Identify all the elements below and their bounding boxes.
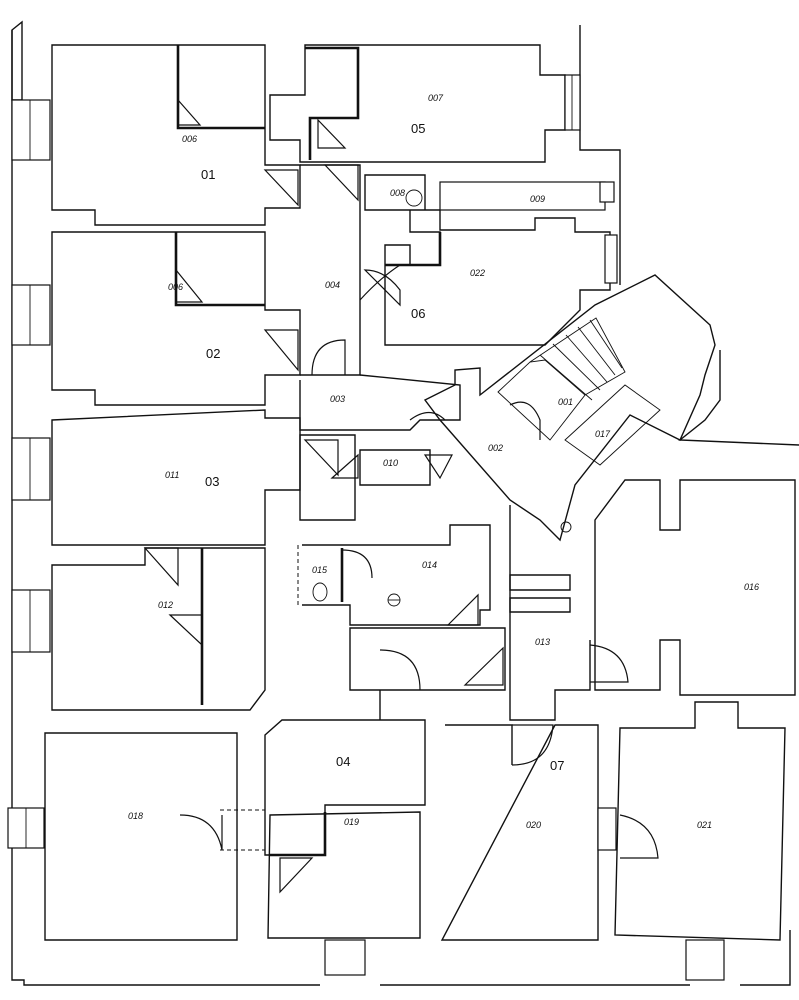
room-label-011: 011 [165,470,179,480]
room-014 [297,524,491,626]
room-021 [614,701,786,981]
room-012 [51,547,266,711]
stairwell [423,274,716,542]
room-label-013: 013 [535,637,550,647]
room-label-015: 015 [312,565,328,575]
room-013 [349,505,629,721]
room-label-014: 014 [422,560,437,570]
unit-labels: 01 02 03 04 05 06 07 [201,121,564,773]
room-010 [299,434,453,521]
unit-label-06: 06 [411,306,425,321]
room-label-009: 009 [530,194,545,204]
room-label-006b: 006 [168,282,183,292]
unit-02 [51,231,301,406]
room-label-020: 020 [526,820,541,830]
corridor-004 [300,164,401,376]
unit-label-03: 03 [205,474,219,489]
unit-label-04: 04 [336,754,350,769]
room-label-007: 007 [428,93,444,103]
room-label-010: 010 [383,458,398,468]
room-label-001: 001 [558,397,573,407]
unit-01 [51,44,301,226]
unit-04 [264,719,426,976]
room-label-016: 016 [744,582,759,592]
room-020 [440,724,617,941]
room-016 [594,479,796,696]
unit-label-05: 05 [411,121,425,136]
west-windows [7,99,51,849]
room-labels: 006 006 007 008 009 022 004 003 001 002 … [128,93,759,830]
unit-label-01: 01 [201,167,215,182]
room-label-017: 017 [595,429,611,439]
building-outline [11,20,799,986]
unit-05 [269,44,581,163]
room-label-018: 018 [128,811,143,821]
room-label-012: 012 [158,600,173,610]
room-label-006a: 006 [182,134,197,144]
room-label-004: 004 [325,280,340,290]
room-label-003: 003 [330,394,345,404]
unit-label-02: 02 [206,346,220,361]
room-label-002: 002 [488,443,503,453]
room-label-008: 008 [390,188,405,198]
room-label-021: 021 [697,820,712,830]
corridor-003 [299,339,461,431]
room-label-019: 019 [344,817,359,827]
room-018 [44,732,265,941]
unit-label-07: 07 [550,758,564,773]
unit-06 [363,174,618,346]
room-label-022: 022 [470,268,485,278]
